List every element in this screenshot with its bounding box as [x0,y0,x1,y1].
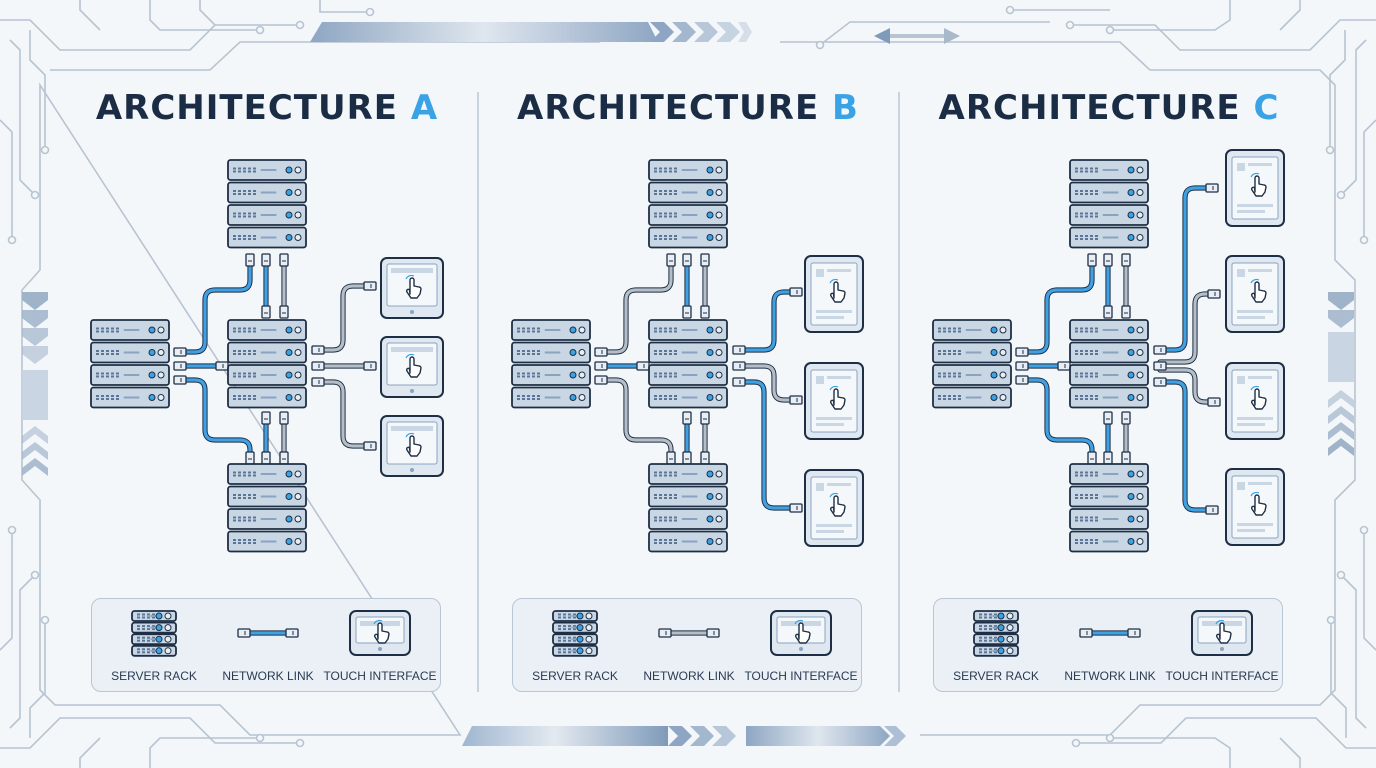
panel-title-b: ARCHITECTURE B [478,88,898,128]
arrow-icon [874,28,960,44]
legend-item-server-rack: SERVER RACK [517,607,633,687]
tablet-icon [1225,255,1285,333]
server-rack-icon [648,463,728,553]
tablet-icon [1225,149,1285,227]
legend-label: TOUCH INTERFACE [1165,669,1279,683]
chevron-icon [22,292,48,476]
tablet-icon [804,469,864,547]
server-rack-icon [1069,159,1149,249]
panel-title-a: ARCHITECTURE A [57,88,477,128]
title-letter: B [832,88,859,128]
legend-item-touch-interface: TOUCH INTERFACE [1164,607,1280,687]
legend-label: TOUCH INTERFACE [323,669,437,683]
diagram-panel-b [511,159,864,553]
tablet-icon [1225,468,1285,546]
tablet-icon [380,257,444,319]
tablet-icon [380,415,444,477]
legend-label: NETWORK LINK [222,669,314,683]
tablet-icon [349,610,411,656]
legend-label: SERVER RACK [532,669,618,683]
legend-a: SERVER RACK NETWORK LINK TOUCH INTERFACE [91,598,441,692]
legend-c: SERVER RACK NETWORK LINK TOUCH INTERFACE [933,598,1283,692]
diagram-panel-c [932,149,1285,553]
server-rack-icon [227,463,307,553]
server-rack-icon [227,319,307,409]
title-prefix: ARCHITECTURE [517,88,820,128]
touch-interface-icon [770,610,832,656]
server-rack-icon [90,319,170,409]
tablet-icon [380,336,444,398]
server-rack-icon [973,610,1019,657]
legend-item-touch-interface: TOUCH INTERFACE [743,607,859,687]
diagram-panel-a [90,159,444,553]
server-rack-icon [1069,463,1149,553]
legend-item-network-link: NETWORK LINK [631,607,747,687]
network-links [1015,183,1221,515]
server-rack-icon [648,319,728,409]
server-rack-icon [1069,319,1149,409]
touch-interface-icon [349,610,411,656]
server-rack-icon [932,319,1012,409]
network-link-icon [658,628,720,638]
title-prefix: ARCHITECTURE [938,88,1241,128]
server-rack-icon [227,159,307,249]
legend-item-network-link: NETWORK LINK [210,607,326,687]
legend-b: SERVER RACK NETWORK LINK TOUCH INTERFACE [512,598,862,692]
network-link-icon [1079,628,1141,638]
legend-item-network-link: NETWORK LINK [1052,607,1168,687]
title-letter: A [410,88,439,128]
tablet-icon [1225,362,1285,440]
network-link-icon [237,628,299,638]
panel-title-c: ARCHITECTURE C [899,88,1319,128]
title-prefix: ARCHITECTURE [95,88,398,128]
tablet-icon [804,255,864,333]
chevron-icon [1328,292,1354,456]
legend-item-touch-interface: TOUCH INTERFACE [322,607,438,687]
network-links [173,253,377,465]
tablet-icon [1191,610,1253,656]
server-rack-icon [511,319,591,409]
server-rack-icon [131,610,177,657]
network-links [594,253,803,513]
server-rack-icon [552,610,598,657]
top-banner [310,22,752,42]
legend-label: NETWORK LINK [643,669,735,683]
legend-label: NETWORK LINK [1064,669,1156,683]
tablet-icon [770,610,832,656]
tablet-icon [804,362,864,440]
touch-interface-icon [1191,610,1253,656]
bottom-banner [462,726,906,746]
legend-item-server-rack: SERVER RACK [96,607,212,687]
legend-label: SERVER RACK [111,669,197,683]
legend-label: SERVER RACK [953,669,1039,683]
title-letter: C [1253,88,1280,128]
legend-label: TOUCH INTERFACE [744,669,858,683]
legend-item-server-rack: SERVER RACK [938,607,1054,687]
server-rack-icon [648,159,728,249]
